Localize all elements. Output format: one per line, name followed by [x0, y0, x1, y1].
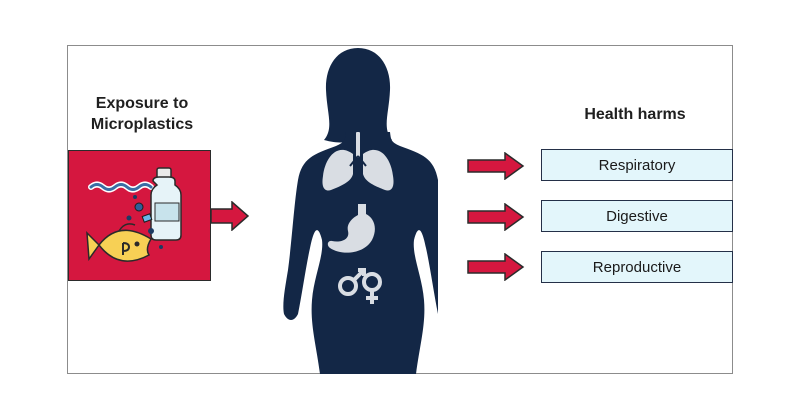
arrow-reproductive [467, 253, 525, 281]
female-silhouette-icon [283, 48, 438, 374]
exposure-title-line2: Microplastics [90, 116, 194, 133]
health-harms-title: Health harms [584, 106, 686, 123]
fish-bottle-microplastics-icon [86, 167, 182, 262]
gender-symbols-icon [338, 268, 382, 304]
harm-box-respiratory: Respiratory [541, 149, 733, 181]
harm-box-reproductive: Reproductive [541, 251, 733, 283]
arrow-digestive [467, 203, 525, 231]
harm-box-digestive: Digestive [541, 200, 733, 232]
exposure-title-line1: Exposure to [95, 95, 189, 112]
exposure-title: Exposure to Microplastics [72, 93, 212, 135]
stomach-icon [327, 204, 375, 253]
lungs-icon [322, 132, 394, 191]
exposure-box [68, 150, 211, 281]
exposure-arrow [210, 201, 250, 231]
arrow-respiratory [467, 152, 525, 180]
